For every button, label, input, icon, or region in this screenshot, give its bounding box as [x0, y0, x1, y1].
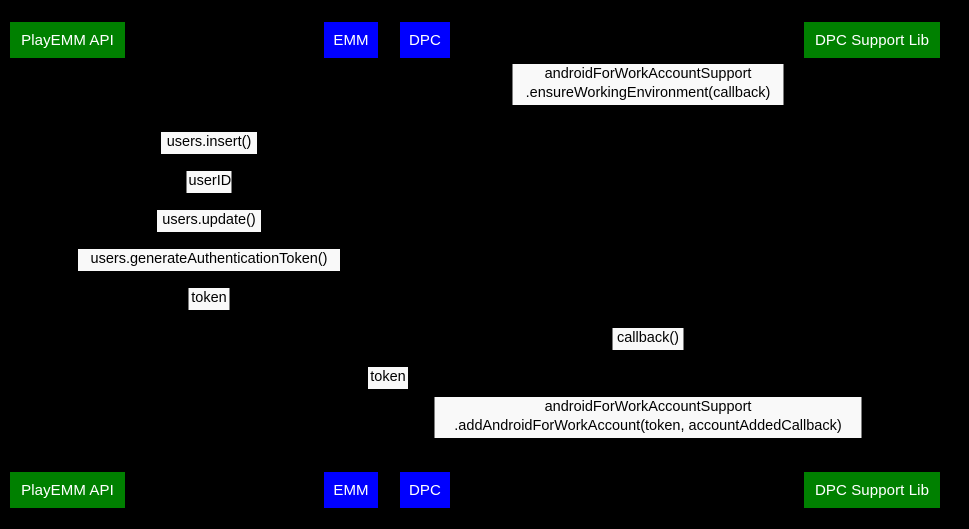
message-token-upper: token [188, 288, 230, 310]
message-users-insert: users.insert() [161, 132, 257, 154]
message-callback: callback() [612, 328, 684, 350]
message-line: callback() [616, 330, 680, 346]
message-users-update: users.update() [157, 210, 261, 232]
message-line: .addAndroidForWorkAccount(token, account… [454, 418, 842, 434]
participant-bottom-dpclib[interactable]: DPC Support Lib [804, 472, 940, 508]
lifeline-emm [351, 58, 352, 472]
lifeline-playemm [67, 58, 68, 472]
message-ensure-working-environment: androidForWorkAccountSupport .ensureWorki… [512, 64, 784, 105]
message-line: androidForWorkAccountSupport [544, 399, 752, 415]
participant-top-emm[interactable]: EMM [324, 22, 378, 58]
participant-bottom-emm[interactable]: EMM [324, 472, 378, 508]
message-line: token [191, 290, 227, 306]
participant-bottom-dpc[interactable]: DPC [400, 472, 450, 508]
message-token-lower: token [368, 367, 408, 389]
message-users-generate-authentication-token: users.generateAuthenticationToken() [78, 249, 340, 271]
message-line: userID [188, 173, 232, 189]
message-line: androidForWorkAccountSupport [544, 66, 752, 82]
lifeline-dpc [425, 58, 426, 472]
participant-top-dpc[interactable]: DPC [400, 22, 450, 58]
participant-bottom-playemm[interactable]: PlayEMM API [10, 472, 125, 508]
message-line: users.generateAuthenticationToken() [90, 251, 328, 267]
participant-top-dpclib[interactable]: DPC Support Lib [804, 22, 940, 58]
message-line: .ensureWorkingEnvironment(callback) [525, 85, 771, 101]
lifeline-dpclib [872, 58, 873, 472]
message-line: token [370, 369, 406, 385]
message-line: users.update() [162, 212, 256, 228]
message-add-android-for-work-account: androidForWorkAccountSupport .addAndroidF… [434, 397, 862, 438]
participant-top-playemm[interactable]: PlayEMM API [10, 22, 125, 58]
message-line: users.insert() [166, 134, 252, 150]
message-user-id: userID [186, 171, 232, 193]
